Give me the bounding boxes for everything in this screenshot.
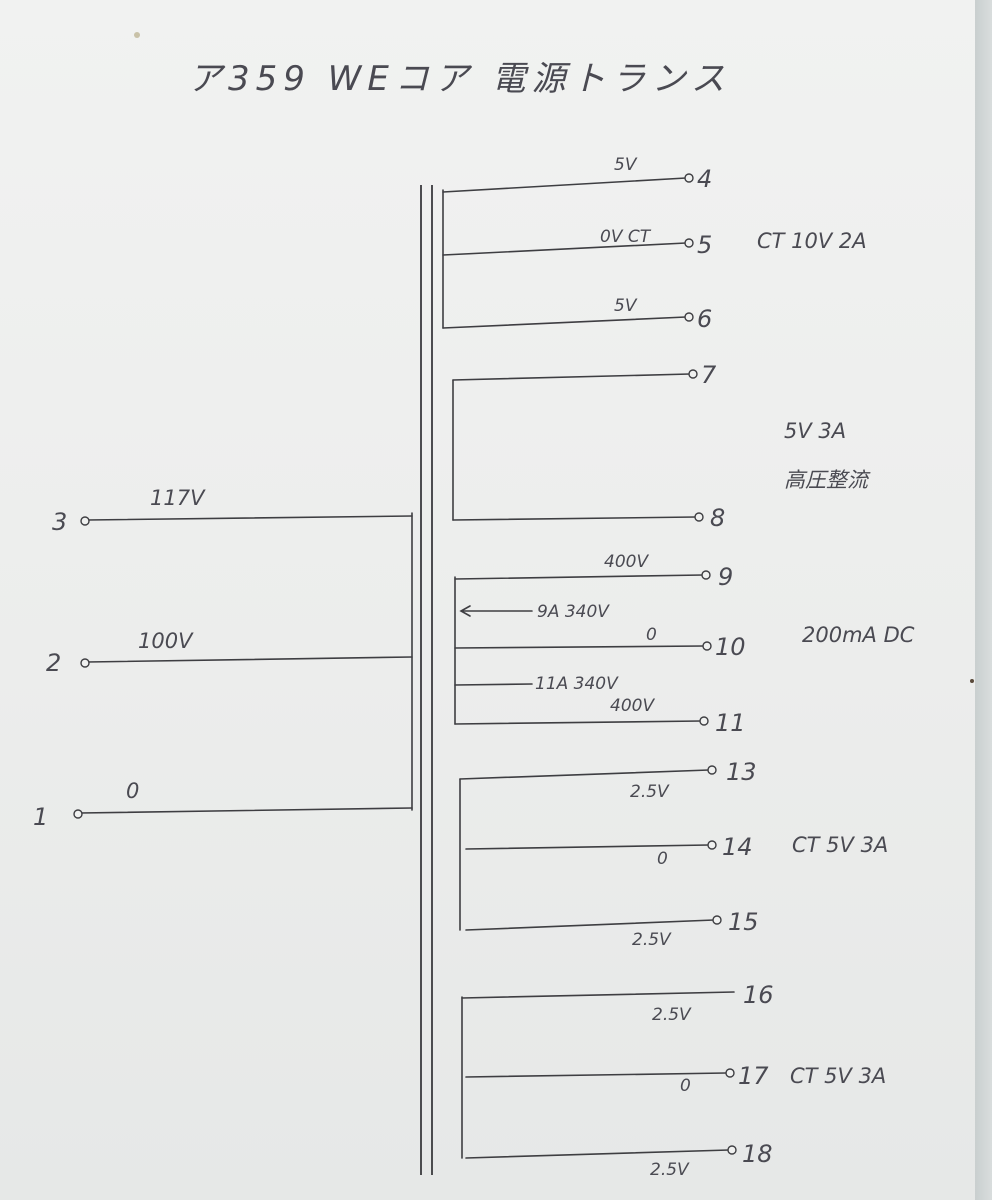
- terminal-number-10: 10: [715, 633, 746, 661]
- lead-13: [459, 769, 710, 780]
- rating-label: CT 5V 3A: [792, 833, 888, 857]
- terminal-17: [725, 1068, 735, 1078]
- lead-7: [452, 373, 691, 381]
- terminal-number-1: 1: [33, 803, 48, 831]
- voltage-label-117v: 117V: [150, 486, 206, 510]
- terminal-number-7: 7: [701, 361, 717, 389]
- terminal-8: [694, 512, 704, 522]
- terminal-number-17: 17: [738, 1062, 769, 1090]
- terminal-13: [707, 765, 717, 775]
- voltage-label-2-5v: 2.5V: [652, 1005, 692, 1025]
- lead-14: [465, 844, 710, 850]
- paper-speck: [134, 32, 140, 38]
- primary-lead-2: [86, 656, 413, 663]
- voltage-label-400v: 400V: [604, 552, 649, 572]
- secondary-winding-heater-10v: 4 5 6 5V 0V CT 5V CT 10V 2A: [442, 155, 867, 333]
- terminal-14: [707, 840, 717, 850]
- terminal-18: [727, 1145, 737, 1155]
- terminal-2: [80, 658, 90, 668]
- terminal-1: [73, 809, 83, 819]
- terminal-number-3: 3: [52, 508, 67, 536]
- voltage-label-2-5v: 2.5V: [630, 782, 670, 802]
- terminal-number-13: 13: [726, 758, 757, 786]
- rating-label: CT 5V 3A: [790, 1064, 886, 1088]
- voltage-label-5v: 5V: [614, 155, 638, 175]
- primary-lead-3: [86, 515, 413, 521]
- voltage-label-0: 0: [680, 1076, 691, 1096]
- voltage-label-0: 0: [126, 779, 139, 803]
- voltage-label-100v: 100V: [138, 629, 194, 653]
- voltage-label-400v: 400V: [610, 696, 655, 716]
- diagram-title: ア359 WEコア 電源トランス: [188, 59, 731, 99]
- tap-lead-11a: [454, 683, 533, 686]
- lead-10: [454, 645, 705, 649]
- terminal-number-9: 9: [718, 563, 733, 591]
- rating-label: CT 10V 2A: [757, 229, 867, 253]
- rating-label: 200mA DC: [802, 623, 915, 647]
- lead-4: [442, 177, 687, 193]
- tap-label-11a: 11A 340V: [535, 674, 619, 694]
- purpose-label: 高圧整流: [784, 468, 871, 492]
- terminal-9: [701, 570, 711, 580]
- lead-16: [461, 991, 735, 999]
- voltage-label-0: 0: [646, 625, 657, 645]
- secondary-winding-high-voltage: 9 10 11 400V 0 400V 9A 340V 11A 340V 200…: [454, 552, 915, 737]
- voltage-label-0v-ct: 0V CT: [600, 227, 652, 247]
- terminal-number-5: 5: [697, 231, 712, 259]
- lead-6: [442, 316, 687, 329]
- terminal-number-18: 18: [742, 1140, 773, 1168]
- terminal-number-11: 11: [715, 709, 746, 737]
- terminal-number-2: 2: [46, 649, 61, 677]
- arrow-head-icon: [459, 605, 471, 617]
- terminal-15: [712, 915, 722, 925]
- lead-9: [454, 574, 704, 580]
- terminal-7: [688, 369, 698, 379]
- lead-5: [442, 242, 687, 256]
- terminal-number-16: 16: [743, 981, 774, 1009]
- lead-8: [452, 516, 697, 521]
- paper-edge: [975, 0, 992, 1200]
- terminal-4: [684, 173, 694, 183]
- terminal-number-14: 14: [722, 833, 753, 861]
- rating-label: 5V 3A: [784, 419, 846, 443]
- voltage-label-0: 0: [657, 849, 668, 869]
- secondary-winding-heater-5v-a: 13 14 15 2.5V 0 2.5V CT 5V 3A: [459, 758, 888, 950]
- terminal-number-4: 4: [697, 165, 712, 193]
- voltage-label-2-5v: 2.5V: [650, 1160, 690, 1180]
- lead-11: [454, 720, 702, 725]
- terminal-11: [699, 716, 709, 726]
- secondary-winding-rectifier-heater: 7 8 5V 3A 高圧整流: [452, 361, 871, 532]
- tap-label-9a: 9A 340V: [537, 602, 610, 622]
- secondary-winding-heater-5v-b: 16 17 18 2.5V 0 2.5V CT 5V 3A: [461, 981, 886, 1180]
- lead-15: [465, 919, 715, 931]
- primary-lead-1: [79, 807, 413, 814]
- ink-dot: [970, 679, 974, 683]
- terminal-6: [684, 312, 694, 322]
- primary-winding: 3 2 1 117V 100V 0: [33, 486, 413, 831]
- terminal-number-8: 8: [710, 504, 725, 532]
- voltage-label-5v: 5V: [614, 296, 638, 316]
- lead-18: [465, 1149, 730, 1159]
- terminal-3: [80, 516, 90, 526]
- lead-17: [465, 1072, 727, 1078]
- voltage-label-2-5v: 2.5V: [632, 930, 672, 950]
- terminal-number-15: 15: [728, 908, 759, 936]
- terminal-number-6: 6: [697, 305, 712, 333]
- terminal-10: [702, 641, 712, 651]
- terminal-5: [684, 238, 694, 248]
